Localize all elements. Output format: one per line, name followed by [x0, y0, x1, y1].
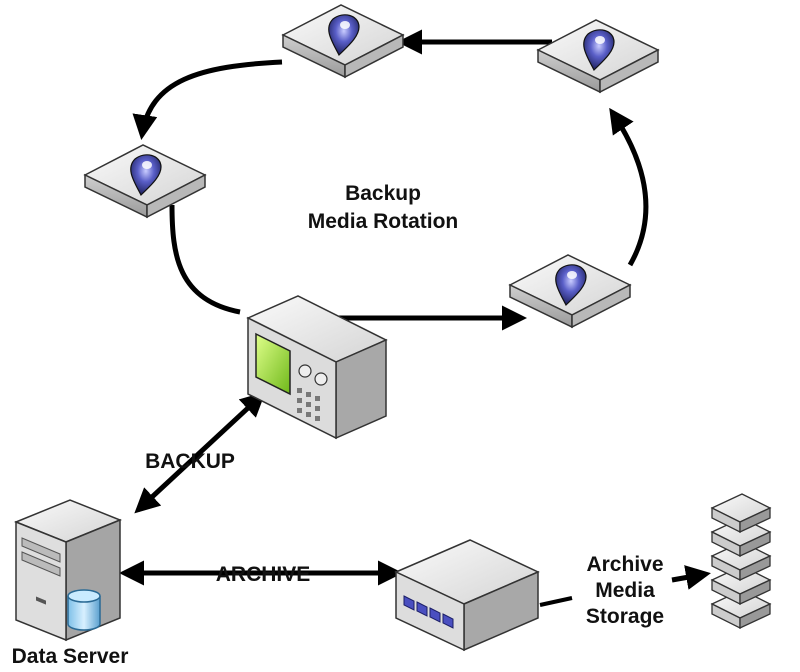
archive-storage-stack-icon	[710, 493, 772, 630]
arrow-right-up	[609, 107, 649, 267]
backup-label: BACKUP	[145, 450, 235, 473]
arrow-backup	[134, 391, 266, 514]
backup-media-icon	[509, 254, 631, 328]
archive-device-icon	[394, 539, 540, 652]
connector-archive-device	[539, 596, 573, 607]
rotation-arrows	[119, 29, 711, 607]
tape-drive-icon	[246, 295, 388, 440]
arrow-left-down	[169, 204, 241, 315]
data-server-label: Data Server	[12, 645, 129, 668]
backup-media-icon	[282, 4, 404, 78]
arrow-storage	[671, 565, 711, 590]
storage-label-line2: Media	[595, 579, 655, 602]
diagram-title-line1: Backup	[345, 182, 421, 205]
storage-label-line1: Archive	[586, 553, 663, 576]
storage-label-line3: Storage	[586, 605, 664, 628]
data-server-icon	[13, 499, 123, 642]
backup-media-icon	[537, 19, 659, 93]
backup-media-icon	[84, 144, 206, 218]
archive-label: ARCHIVE	[216, 563, 311, 586]
diagram-title-line2: Media Rotation	[308, 210, 459, 233]
arrow-top-left	[132, 59, 283, 140]
